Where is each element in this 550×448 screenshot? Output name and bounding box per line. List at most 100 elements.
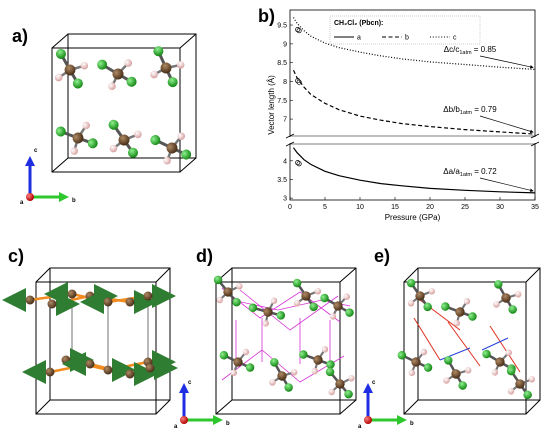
x-axis-label: Pressure (GPa) xyxy=(385,213,441,222)
molecules-a xyxy=(54,46,192,165)
x-tick-label: 25 xyxy=(461,204,469,211)
hydrogen-atom xyxy=(507,388,515,395)
chlorine-atom xyxy=(270,358,279,367)
chlorine-atom xyxy=(506,366,516,376)
panel-d: d) c b a xyxy=(196,246,414,430)
chlorine-atom xyxy=(276,311,286,320)
chlorine-atom xyxy=(309,302,318,312)
chlorine-atom xyxy=(523,390,532,400)
chlorine-atom xyxy=(508,305,517,314)
plot-frame xyxy=(289,9,536,201)
experimental-point-b xyxy=(295,78,301,84)
vertical-links-c xyxy=(71,298,149,372)
carbon-atom xyxy=(125,297,135,307)
annotation-c: Δc/c1atm = 0.85 xyxy=(444,45,497,56)
chlorine-atom xyxy=(444,356,453,365)
carbon-atom xyxy=(103,297,113,307)
carbon-atom xyxy=(335,379,345,389)
axes-a: c b a xyxy=(20,148,76,206)
hydrogen-atom xyxy=(269,379,276,386)
carbon-atom xyxy=(333,301,343,311)
annotation-arrow-b xyxy=(479,115,534,133)
experimental-point-a xyxy=(295,160,301,166)
carbon-atom xyxy=(515,379,525,389)
unit-cell-d xyxy=(215,267,357,415)
chlorine-atom xyxy=(153,46,164,57)
molecule-d-7 xyxy=(325,367,355,399)
hydrogen-atom xyxy=(293,300,301,307)
hydrogen-atom xyxy=(290,369,298,376)
series-line-b xyxy=(292,69,536,135)
hydrogen-atom xyxy=(54,73,63,82)
chlorine-atom xyxy=(150,135,161,146)
panel-a: a) c b a xyxy=(12,26,197,206)
axis-letter-b-panel-c: b xyxy=(226,421,230,427)
hydrogen-atom xyxy=(80,61,89,70)
hydrogen-atom xyxy=(505,349,512,356)
chlorine-atom xyxy=(108,119,119,130)
axis-letter-c: c xyxy=(34,148,38,154)
displacement-arrows-c xyxy=(2,282,178,386)
carbon-atom xyxy=(411,357,421,367)
chlorine-atom xyxy=(494,280,503,289)
chlorine-atom xyxy=(167,77,178,88)
experimental-point-a xyxy=(296,161,302,167)
hydrogen-atom xyxy=(177,132,186,141)
chlorine-atom xyxy=(292,278,302,288)
molecule-e-3 xyxy=(397,348,433,377)
unit-cell-c xyxy=(35,267,171,415)
chlorine-atom xyxy=(128,147,139,158)
annotation-arrow-a xyxy=(479,177,534,192)
chlorine-atom xyxy=(326,360,335,369)
carbon-atom xyxy=(72,132,84,144)
hydrogen-atom xyxy=(108,82,116,91)
molecule-e-5 xyxy=(482,349,516,376)
molecule-a-3 xyxy=(55,121,98,155)
hydrogen-atom xyxy=(348,375,355,382)
hydrogen-atom xyxy=(134,130,142,139)
chlorine-atom xyxy=(397,350,407,360)
legend-entry-a: a xyxy=(357,35,361,42)
chlorine-atom xyxy=(406,278,416,288)
hydrogen-atom xyxy=(176,61,185,69)
y-tick-label: 9.5 xyxy=(277,23,287,30)
carbon-atom xyxy=(495,357,505,367)
panel-label-c: c) xyxy=(8,246,24,266)
hydrogen-atom xyxy=(270,297,278,304)
molecule-e-4 xyxy=(443,356,472,390)
axes-c: c b a xyxy=(174,380,230,430)
series-line-c xyxy=(292,17,536,70)
chlorine-atom xyxy=(232,297,241,307)
hydrogen-atom xyxy=(514,291,522,298)
carbon-atom xyxy=(451,369,461,379)
y-tick-label: 8.5 xyxy=(277,60,287,67)
y-tick-label: 7 xyxy=(283,117,287,124)
carbon-atom xyxy=(25,295,35,305)
x-tick-label: 0 xyxy=(288,204,292,211)
carbon-atom xyxy=(455,307,465,317)
hydrogen-atom xyxy=(443,377,450,384)
molecules-d xyxy=(213,275,355,399)
y-tick-label: 9 xyxy=(283,41,287,48)
molecules-e xyxy=(397,278,536,400)
legend-entry-b: b xyxy=(405,35,409,42)
carbon-atom xyxy=(45,367,55,377)
chlorine-atom xyxy=(248,303,258,313)
chlorine-atom xyxy=(345,308,354,317)
chlorine-atom xyxy=(423,363,433,372)
hydrogen-atom xyxy=(463,298,471,305)
carbon-atom xyxy=(61,355,71,365)
chlorine-atom xyxy=(458,381,467,390)
panel-label-d: d) xyxy=(196,246,213,266)
carbon-atom xyxy=(301,291,311,301)
x-tick-label: 15 xyxy=(391,204,399,211)
molecule-a-1 xyxy=(97,59,137,91)
chlorine-atom xyxy=(468,312,477,321)
carbon-atom xyxy=(277,371,287,381)
panel-label-e: e) xyxy=(374,246,390,266)
hydrogen-atom xyxy=(82,121,90,130)
hydrogen-atom xyxy=(328,388,335,396)
carbon-atom xyxy=(85,291,95,301)
